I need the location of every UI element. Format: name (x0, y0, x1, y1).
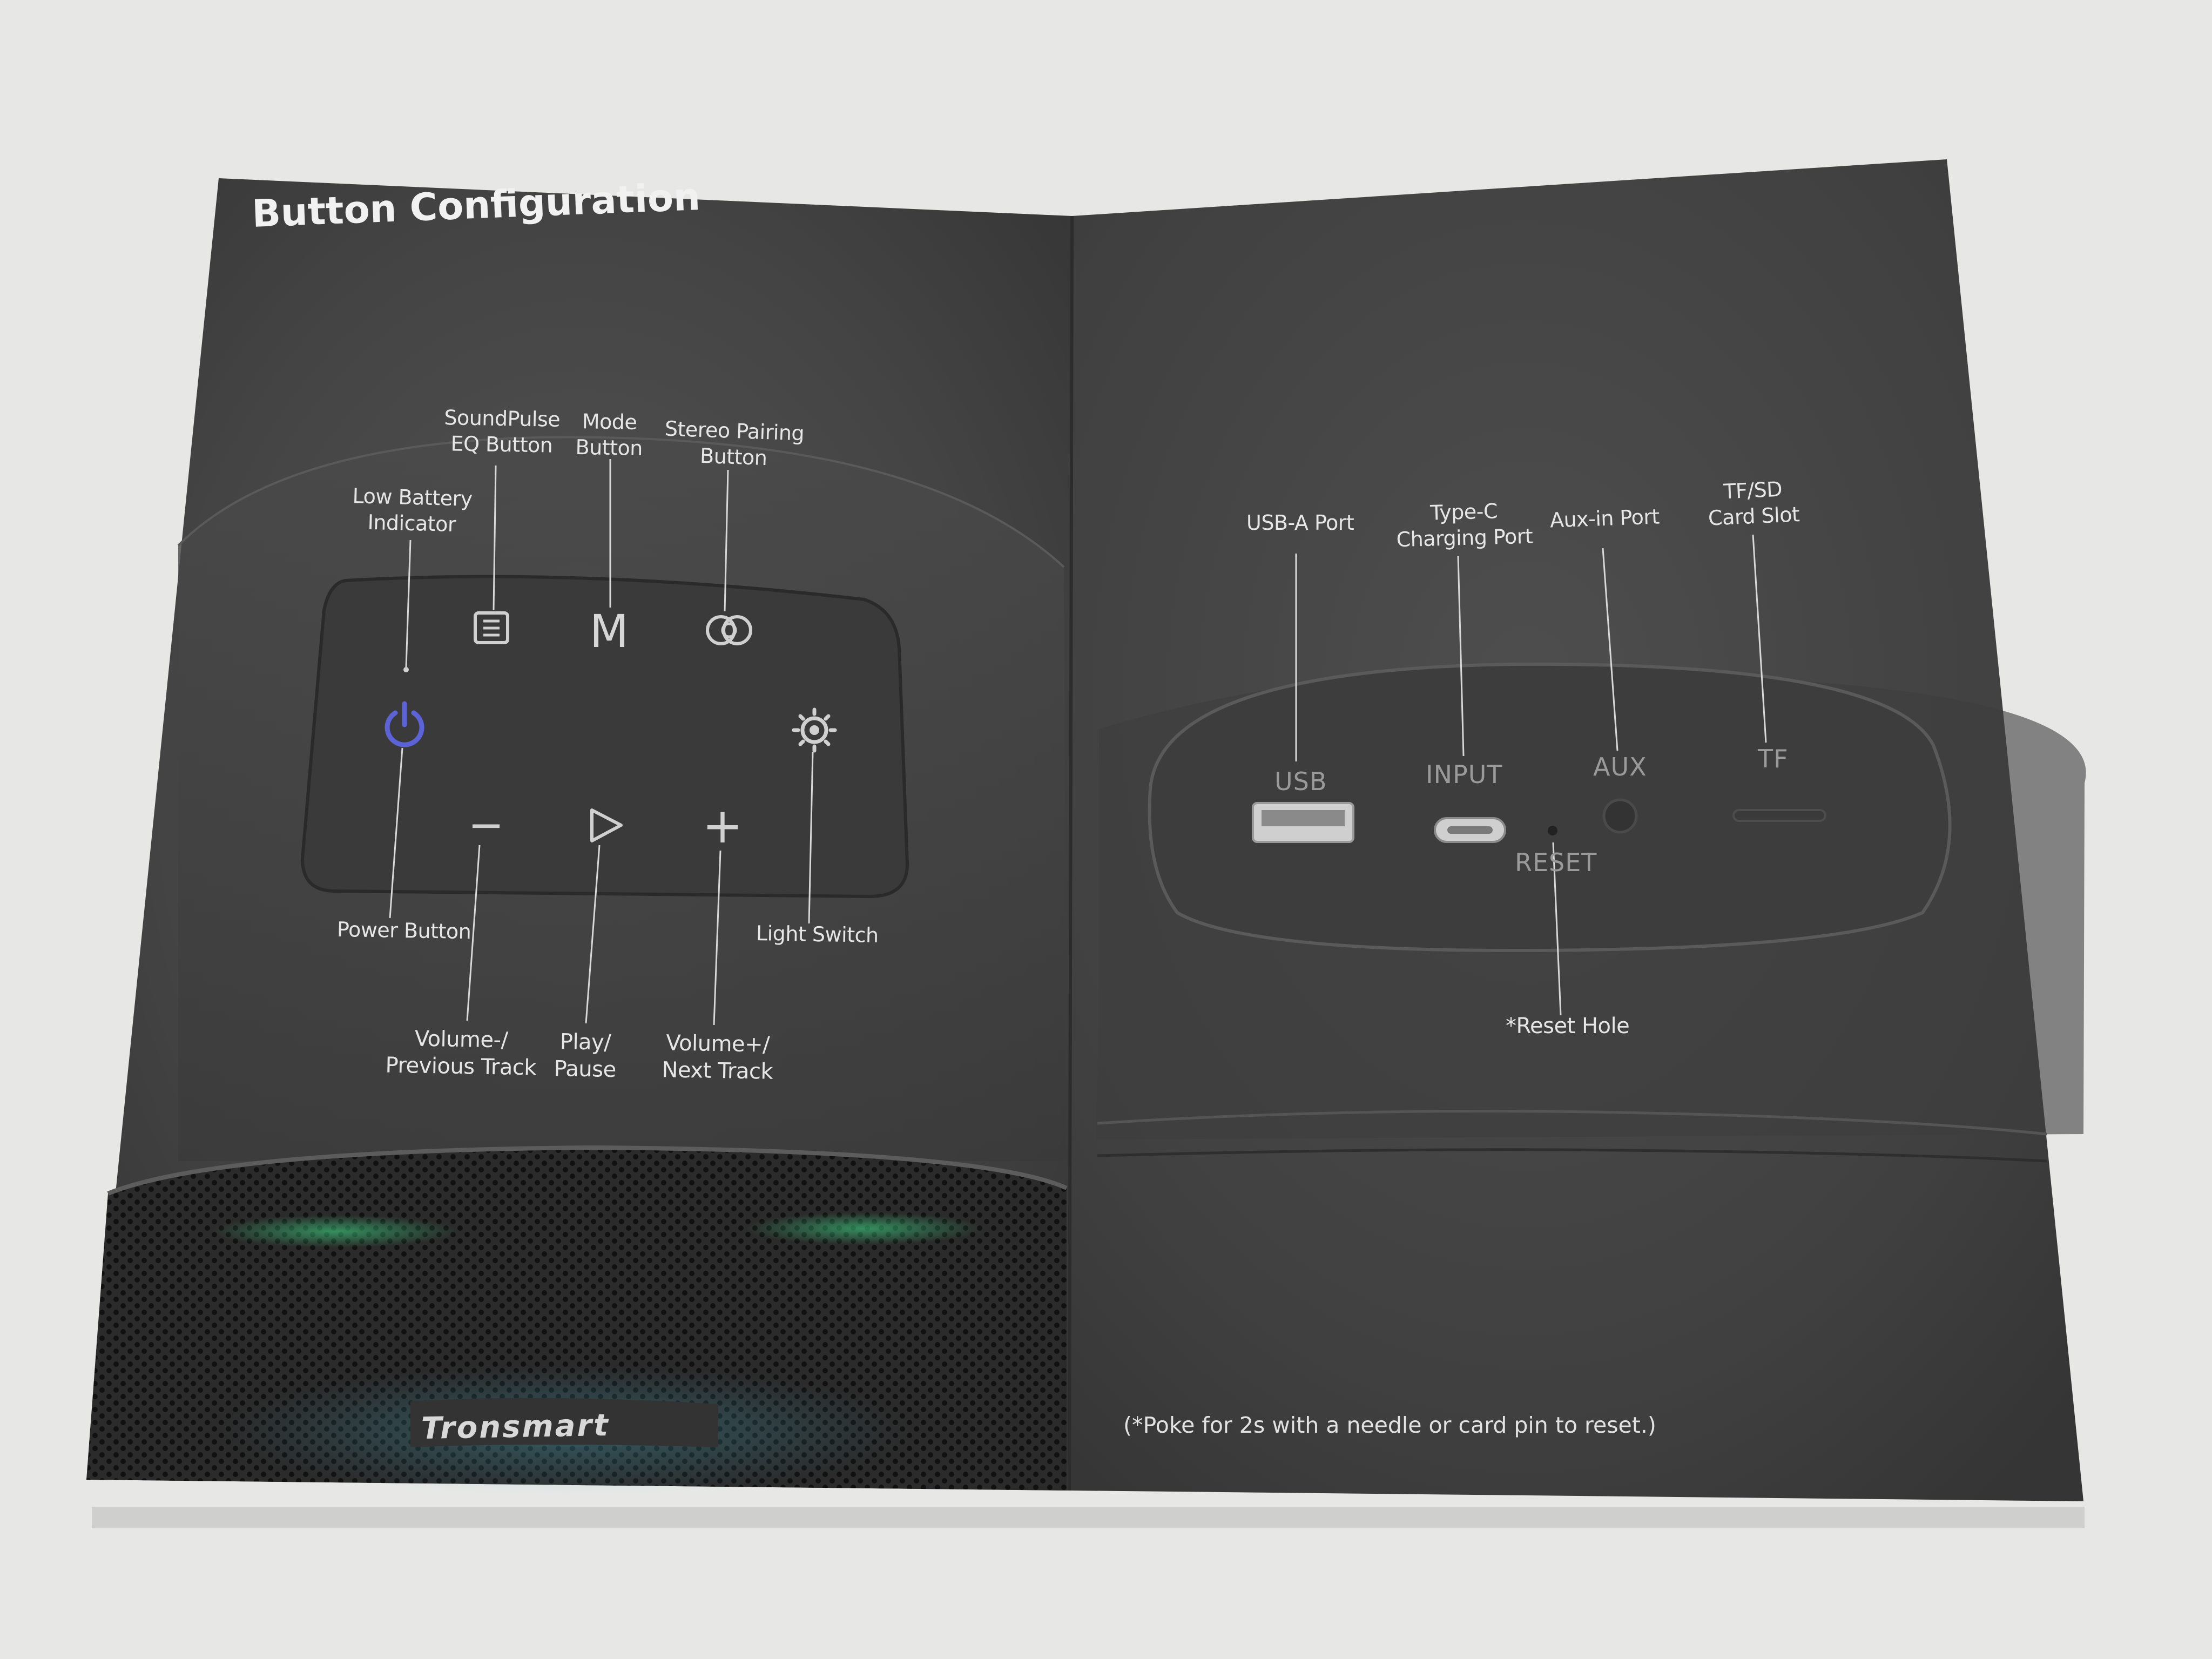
mode-icon: M (590, 605, 629, 658)
brand-logo: Tronsmart (421, 1407, 610, 1447)
aux-in-port-label: Aux-in Port (1549, 504, 1660, 532)
volume-up-icon: + (702, 798, 743, 854)
control-panel (300, 575, 909, 899)
power-button-label: Power Button (336, 917, 471, 944)
aux-port (1602, 798, 1638, 834)
reset-hole-label: *Reset Hole (1506, 1014, 1630, 1038)
soundpulse-eq-icon (474, 611, 509, 644)
light-switch-icon (792, 707, 837, 753)
speaker-grille (86, 1145, 1068, 1496)
play-pause-label: Play/Pause (554, 1029, 617, 1082)
tf-card-slot (1732, 809, 1826, 822)
play-pause-icon (590, 808, 623, 842)
left-leader-lines (389, 459, 814, 1026)
tf-print: TF (1758, 744, 1789, 773)
reset-hole (1548, 826, 1557, 835)
reset-print: RESET (1515, 848, 1597, 877)
aux-print: AUX (1593, 752, 1647, 781)
reset-footnote: (*Poke for 2s with a needle or card pin … (1123, 1412, 1656, 1438)
stereo-pairing-icon (706, 615, 752, 645)
right-leader-lines (1295, 534, 1767, 1016)
usb-print: USB (1274, 767, 1327, 796)
spine-fold (1068, 215, 1074, 1491)
power-icon (385, 701, 424, 747)
light-switch-label: Light Switch (756, 921, 879, 947)
port-panel-illustration (1096, 662, 2086, 1163)
volume-up-label: Volume+/Next Track (662, 1030, 773, 1084)
type-c-port (1434, 817, 1506, 843)
input-print: INPUT (1426, 760, 1503, 789)
usb-a-port-label: USB-A Port (1246, 511, 1354, 535)
volume-down-icon: − (468, 800, 504, 850)
booklet-shadow (92, 1507, 2085, 1528)
speaker-top-illustration (177, 436, 1067, 1161)
usb-a-port (1252, 802, 1354, 843)
low-battery-indicator-dot (403, 667, 409, 672)
volume-down-label: Volume-/Previous Track (385, 1026, 537, 1081)
